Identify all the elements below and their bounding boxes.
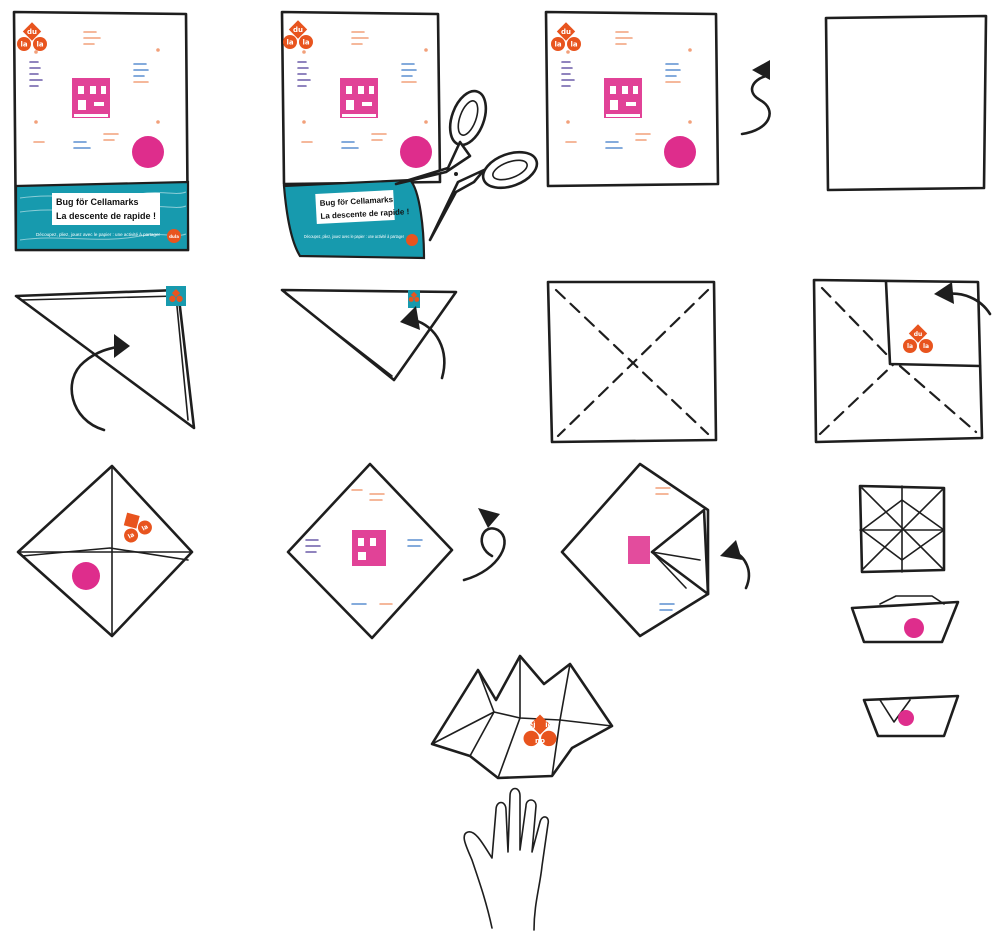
banner-line-1: Bug för Cellamarks — [56, 197, 139, 207]
logo-top-text: du — [293, 26, 303, 34]
logo-left-text: la — [286, 39, 293, 47]
logo-top-text: du — [914, 331, 923, 338]
logo-left-text: la — [554, 41, 561, 49]
step-3-trimmed-sheet: du la la — [546, 12, 770, 186]
fold-arrow-icon — [720, 540, 749, 588]
step-11-diamond-fold — [562, 464, 749, 636]
logo-small-left: ej — [528, 721, 535, 729]
logo-right-text: la — [923, 343, 929, 350]
step-4-blank-square — [826, 16, 986, 190]
flip-arrow-icon — [464, 508, 505, 580]
step-2-cut-sheet: du la la Bug för Cellamarks La descente … — [282, 12, 542, 258]
logo-right-text: la — [36, 41, 43, 49]
logo-left-text: la — [907, 343, 913, 350]
step-9-diamond: la la — [18, 466, 192, 636]
step-1-printed-sheet: du la la Bug för Cellamarks La descente … — [14, 12, 188, 250]
step-7-creased-square — [548, 282, 716, 442]
step-10-flipped-diamond — [288, 464, 505, 638]
banner-small-text: Découpez, pliez, jouez avec le papier : … — [304, 234, 404, 239]
logo-small-right: ig — [545, 721, 552, 729]
banner-small-text: Découpez, pliez, jouez avec le papier : … — [36, 232, 161, 237]
banner-badge-text: dula — [169, 234, 179, 239]
step-12-small-forms — [852, 486, 958, 736]
step-6-second-fold — [282, 290, 456, 380]
flip-arrow-icon — [742, 60, 770, 134]
banner-line-2: La descente de rapide ! — [56, 211, 156, 221]
step-13-fortune-teller: ej ig np — [432, 656, 612, 778]
step-5-diagonal-fold — [16, 286, 194, 430]
hand-icon — [464, 789, 548, 931]
logo-left-text: la — [20, 41, 27, 49]
logo-small-bottom: np — [535, 737, 545, 745]
logo-top-text: du — [27, 28, 37, 36]
step-8-corner-fold: du la la — [814, 280, 990, 442]
logo-top-text: du — [561, 28, 571, 36]
logo-right-text: la — [570, 41, 577, 49]
logo-right-text: la — [302, 39, 309, 47]
